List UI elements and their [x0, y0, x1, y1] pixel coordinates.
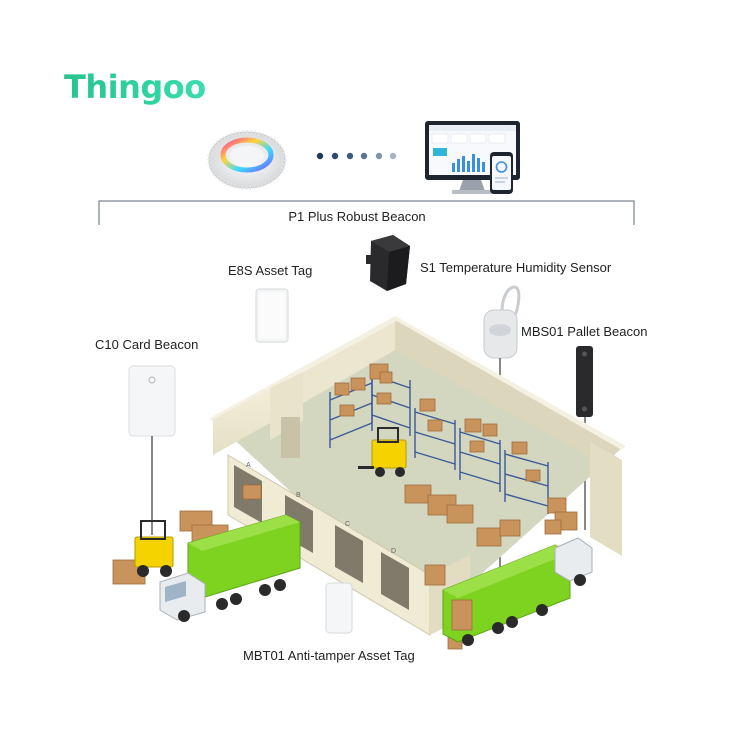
gateway-bracket: [98, 200, 635, 225]
card-beacon-device: [128, 365, 176, 535]
forklift-inside: [358, 427, 407, 477]
label-pallet-beacon: MBS01 Pallet Beacon: [521, 324, 647, 339]
dock-door-c: C: [345, 521, 350, 528]
label-sensor: S1 Temperature Humidity Sensor: [420, 260, 612, 275]
dock-door-a: A: [246, 462, 251, 469]
label-gateway: P1 Plus Robust Beacon: [288, 209, 425, 224]
label-card-beacon: C10 Card Beacon: [95, 337, 198, 352]
signal-dots-icon: [316, 152, 397, 160]
dock-door-d: D: [391, 548, 396, 555]
smartphone-icon: [490, 152, 513, 194]
truck-left: [159, 514, 301, 622]
forklift-outside: [134, 520, 174, 577]
label-anti-tamper-tag: MBT01 Anti-tamper Asset Tag: [243, 648, 415, 663]
brand-logo: Thingoo: [64, 68, 206, 106]
truck-right: [442, 537, 593, 646]
warehouse-building: A B C D: [210, 316, 626, 636]
ceiling-gateway-icon: [207, 130, 287, 190]
asset-tag-device: [255, 288, 289, 343]
temperature-humidity-sensor-device: [366, 235, 410, 291]
dock-door-b: B: [296, 492, 301, 499]
cargo-boxes: [112, 363, 578, 650]
anti-tamper-tag-device: [325, 582, 353, 634]
label-asset-tag: E8S Asset Tag: [228, 263, 312, 278]
